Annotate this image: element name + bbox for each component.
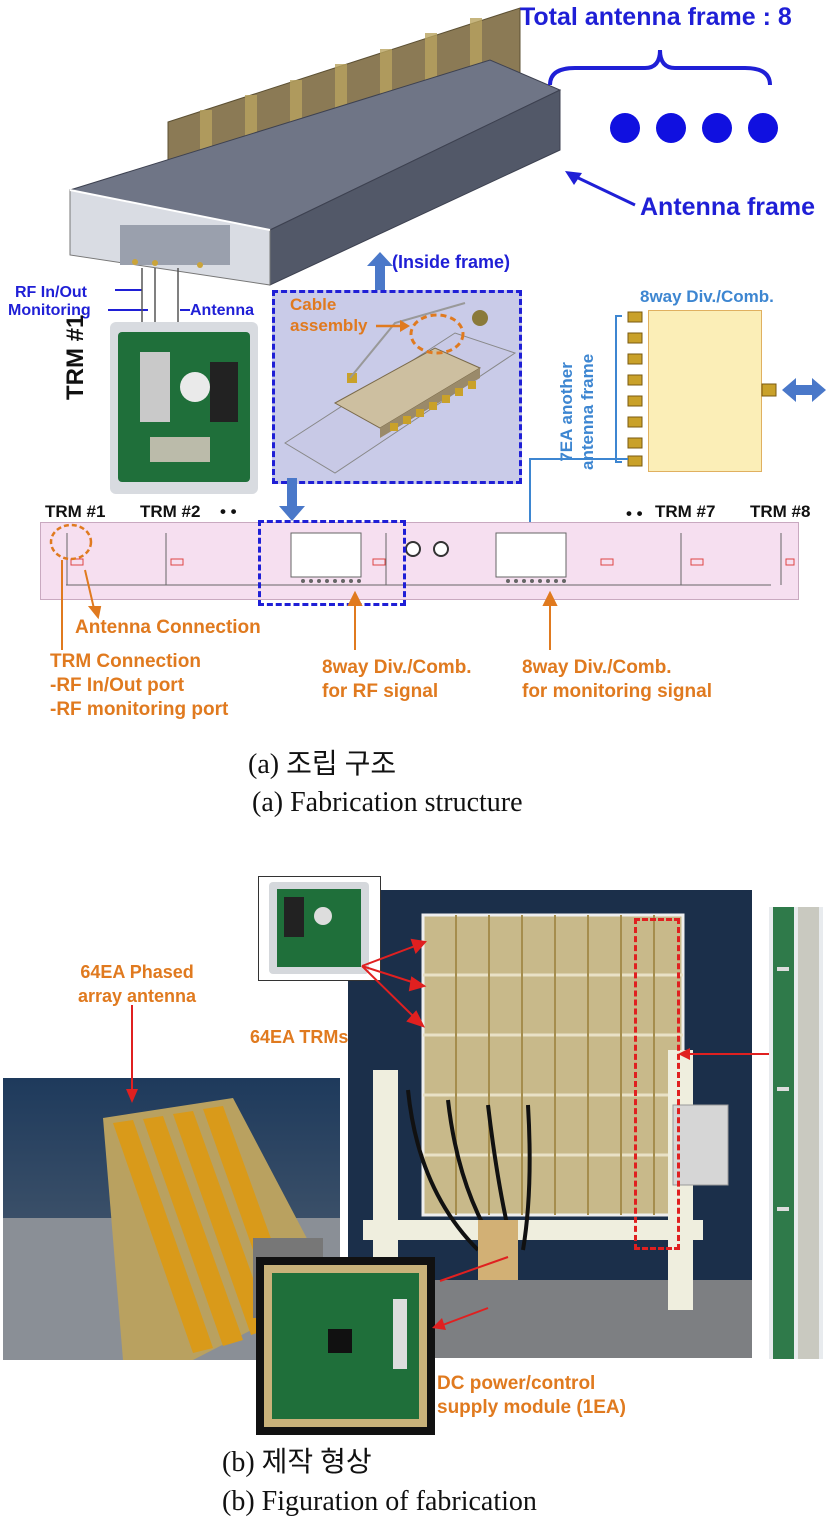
trm-label-7: TRM #7 — [655, 502, 716, 521]
trm-ellipsis-right: • • — [626, 504, 643, 523]
antenna-frame-label: Antenna frame — [640, 193, 816, 221]
frame-highlight-arrow — [678, 1048, 770, 1060]
caption-b-english: (b) Figuration of fabrication — [222, 1486, 537, 1517]
antenna-frame-arrow — [565, 171, 636, 207]
phased-array-label: 64EA Phased array antenna — [78, 962, 197, 1006]
antenna-connection-circle — [49, 523, 93, 561]
cable-assembly-label: Cable assembly — [290, 295, 368, 335]
frame-highlight-box — [634, 918, 680, 1250]
antenna-label: Antenna — [190, 302, 254, 319]
frames-brace — [548, 49, 772, 86]
trm-connection-label: TRM Connection -RF In/Out port -RF monit… — [50, 651, 229, 720]
trms-label: 64EA TRMs — [250, 1027, 349, 1047]
dc-power-module-photo — [256, 1257, 435, 1435]
trm-pointer-arrows — [361, 938, 427, 1028]
inside-frame-label: (Inside frame) — [392, 252, 511, 272]
trm1-module-photo — [110, 322, 258, 494]
orange-leaders — [61, 560, 558, 650]
divider-3d-render — [284, 302, 517, 474]
more-frames-dots — [610, 113, 778, 143]
div-mon-label: 8way Div./Comb. for monitoring signal — [522, 657, 712, 702]
antenna-frame-3d — [69, 7, 562, 286]
monitoring-label: Monitoring — [8, 302, 91, 319]
backplane-board — [40, 522, 799, 600]
div-comb-top-label: 8way Div./Comb. — [640, 287, 774, 306]
caption-a-english: (a) Fabrication structure — [252, 787, 523, 818]
caption-a-korean: (a) 조립 구조 — [248, 749, 397, 780]
dc-module-label: DC power/control supply module (1EA) — [437, 1373, 626, 1418]
div-comb-connectors — [615, 311, 643, 467]
trm-label-1: TRM #1 — [45, 502, 106, 521]
rf-connector-lines — [108, 268, 190, 328]
div-rf-label: 8way Div./Comb. for RF signal — [322, 657, 472, 702]
cable-assembly-dashed-circle — [409, 313, 465, 355]
antenna-connection-label: Antenna Connection — [75, 617, 261, 638]
trm-label-8: TRM #8 — [750, 502, 811, 521]
inside-frame-arrow — [367, 252, 393, 293]
trm-label-2: TRM #2 — [140, 502, 201, 521]
another-frame-label: 7EA another antenna frame — [557, 353, 597, 470]
div-comb-output — [761, 378, 826, 402]
inset-down-arrow — [279, 478, 305, 521]
caption-b-korean: (b) 제작 형상 — [222, 1447, 372, 1478]
cable-assembly-arrow — [376, 320, 410, 332]
trm-ellipsis-left: • • — [220, 502, 237, 521]
total-frames-label: Total antenna frame : 8 — [520, 3, 792, 31]
rf-inout-label: RF In/Out — [15, 284, 87, 301]
trm-inset-photo — [258, 876, 381, 981]
cable-assembly-inset — [272, 290, 522, 484]
phased-array-arrow — [126, 1005, 138, 1103]
div-comb-box — [648, 310, 762, 472]
antenna-frame-board-photo — [769, 907, 823, 1359]
dc-to-system-arrow — [439, 1256, 509, 1282]
backplane-traces — [66, 532, 795, 586]
dc-module-arrow — [432, 1307, 489, 1330]
trm1-photo-label: TRM #1 — [62, 314, 89, 400]
rf-divider-highlight — [258, 520, 406, 606]
